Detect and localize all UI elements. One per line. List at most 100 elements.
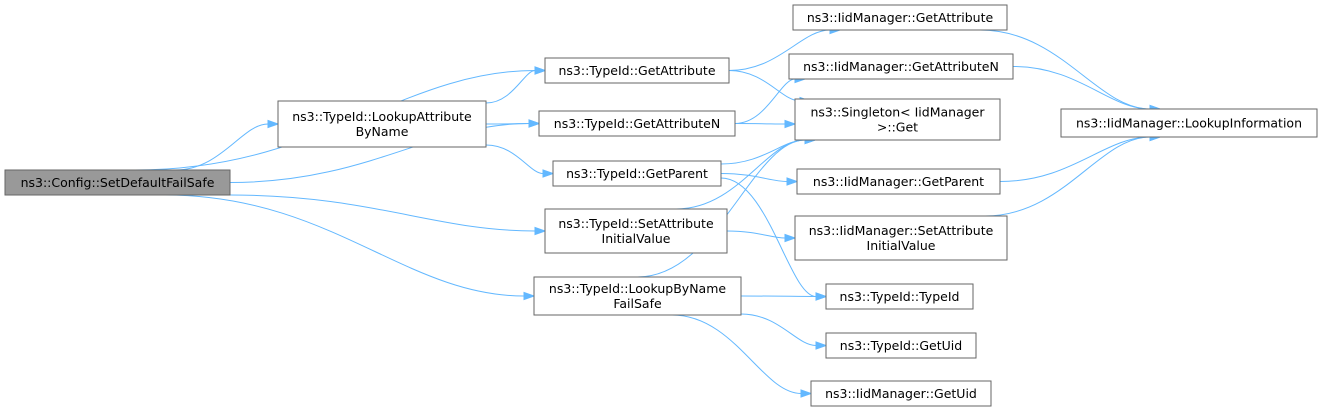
call-nodes: ns3::Config::SetDefaultFailSafens3::Type…: [4, 4, 1318, 407]
node-label: ns3::TypeId::TypeId: [840, 289, 960, 304]
node-box: [794, 98, 1001, 141]
node-singleton[interactable]: ns3::Singleton< IidManager >::Get: [794, 98, 1001, 141]
node-label: ns3::IidManager::GetUid: [825, 386, 977, 401]
node-getattributen[interactable]: ns3::TypeId::GetAttributeN: [538, 110, 736, 137]
node-box: [788, 53, 1014, 80]
node-box: [794, 215, 1008, 261]
edge-setdefault-to-getattributen: [229, 123, 530, 183]
node-iid_getattributen[interactable]: ns3::IidManager::GetAttributeN: [788, 53, 1014, 80]
node-label: ns3::TypeId::LookupAttribute: [292, 109, 472, 124]
call-edge: [485, 144, 555, 178]
call-edge: [485, 119, 541, 128]
node-label: ns3::TypeId::LookupByName: [549, 281, 726, 296]
node-box: [277, 100, 487, 148]
edge-getattributen-to-singleton: [734, 123, 786, 125]
node-label: InitialValue: [602, 231, 671, 246]
edge-lookupbyname-to-iid_getuid: [671, 314, 802, 394]
node-label: ns3::Config::SetDefaultFailSafe: [21, 175, 215, 190]
edge-setdefault-to-lookupbyname: [164, 194, 525, 297]
edge-iid_setattrinit-to-lookupinfo: [984, 136, 1151, 217]
edge-getattribute-to-iid_getattribute: [728, 29, 831, 71]
edge-arrowhead: [815, 292, 828, 301]
node-box: [533, 276, 742, 316]
node-label: ns3::TypeId::GetAttribute: [558, 63, 715, 78]
node-box: [796, 168, 1001, 195]
edge-arrowhead: [534, 226, 547, 236]
node-label: ns3::TypeId::SetAttribute: [558, 216, 714, 231]
node-label: ByName: [356, 124, 409, 139]
node-box: [552, 160, 722, 187]
edge-setdefault-to-setattrinit: [229, 194, 536, 232]
call-edge: [164, 194, 536, 301]
node-label: ns3::TypeId::GetParent: [566, 166, 708, 181]
node-label: ns3::IidManager::GetParent: [813, 174, 984, 189]
edge-arrowhead: [784, 119, 797, 129]
edge-arrowhead: [800, 389, 813, 398]
edge-arrowhead: [542, 169, 555, 178]
node-iid_setattrinit[interactable]: ns3::IidManager::SetAttributeInitialValu…: [794, 215, 1008, 261]
node-iid_getattribute[interactable]: ns3::IidManager::GetAttribute: [792, 4, 1008, 31]
call-edge: [671, 314, 813, 398]
node-box: [544, 208, 728, 254]
edge-arrowhead: [267, 119, 280, 129]
call-edge: [174, 119, 280, 171]
edge-getparent-to-singleton: [720, 139, 806, 165]
edge-lookupbyname-to-typeid_getuid: [740, 313, 817, 346]
edge-iid_getattribute-to-lookupinfo: [979, 29, 1151, 110]
node-label: FailSafe: [613, 296, 662, 311]
node-getparent[interactable]: ns3::TypeId::GetParent: [552, 160, 722, 187]
node-label: >::Get: [877, 120, 918, 135]
node-iid_getparent[interactable]: ns3::IidManager::GetParent: [796, 168, 1001, 195]
node-lookupinfo[interactable]: ns3::IidManager::LookupInformation: [1060, 108, 1318, 138]
node-label: ns3::IidManager::SetAttribute: [809, 223, 994, 238]
node-typeid_getuid[interactable]: ns3::TypeId::GetUid: [825, 332, 977, 359]
call-edge: [984, 132, 1162, 217]
edge-lookupbyname-to-typeid_typeid: [740, 295, 817, 297]
edge-getattributen-to-iid_getattributen: [734, 78, 796, 124]
node-box: [544, 57, 730, 84]
edge-lookupattr-to-getparent: [485, 144, 544, 174]
edge-arrowhead: [784, 233, 797, 243]
node-iid_getuid[interactable]: ns3::IidManager::GetUid: [810, 380, 992, 407]
call-edge: [720, 173, 799, 186]
edge-arrowhead: [523, 291, 536, 301]
node-box: [810, 380, 992, 407]
node-label: ns3::IidManager::GetAttributeN: [803, 59, 999, 74]
node-label: ns3::TypeId::GetUid: [840, 338, 962, 353]
edge-lookupbyname-to-singleton: [637, 139, 806, 278]
call-edge: [1012, 66, 1162, 114]
edge-lookupattr-to-getattribute: [485, 70, 536, 104]
edge-lookupattr-to-getattributen: [485, 123, 530, 125]
edge-getparent-to-iid_getparent: [720, 173, 788, 182]
node-box: [1060, 108, 1318, 138]
edge-arrowhead: [528, 119, 541, 128]
node-label: ns3::Singleton< IidManager: [810, 105, 985, 120]
edge-setattrinit-to-iid_setattrinit: [726, 230, 786, 239]
node-setdefault[interactable]: ns3::Config::SetDefaultFailSafe: [4, 169, 231, 196]
call-edge: [740, 313, 828, 350]
edge-arrowhead: [786, 177, 799, 186]
call-edge: [229, 194, 547, 236]
node-label: InitialValue: [867, 238, 936, 253]
call-edge: [485, 66, 547, 104]
node-label: ns3::IidManager::LookupInformation: [1076, 116, 1302, 131]
call-edge: [726, 230, 797, 243]
node-box: [538, 110, 736, 137]
node-box: [792, 4, 1008, 31]
node-getattribute[interactable]: ns3::TypeId::GetAttribute: [544, 57, 730, 84]
call-edge: [734, 119, 797, 129]
node-box: [4, 169, 231, 196]
node-label: ns3::TypeId::GetAttributeN: [554, 116, 720, 131]
call-edge: [740, 292, 828, 301]
edge-arrowhead: [815, 341, 828, 350]
node-typeid_typeid[interactable]: ns3::TypeId::TypeId: [825, 283, 974, 310]
call-edge: [637, 135, 817, 278]
node-box: [825, 283, 974, 310]
edge-iid_getparent-to-lookupinfo: [999, 136, 1151, 182]
edge-arrowhead: [534, 66, 547, 75]
edge-setdefault-to-lookupattr: [174, 123, 269, 171]
